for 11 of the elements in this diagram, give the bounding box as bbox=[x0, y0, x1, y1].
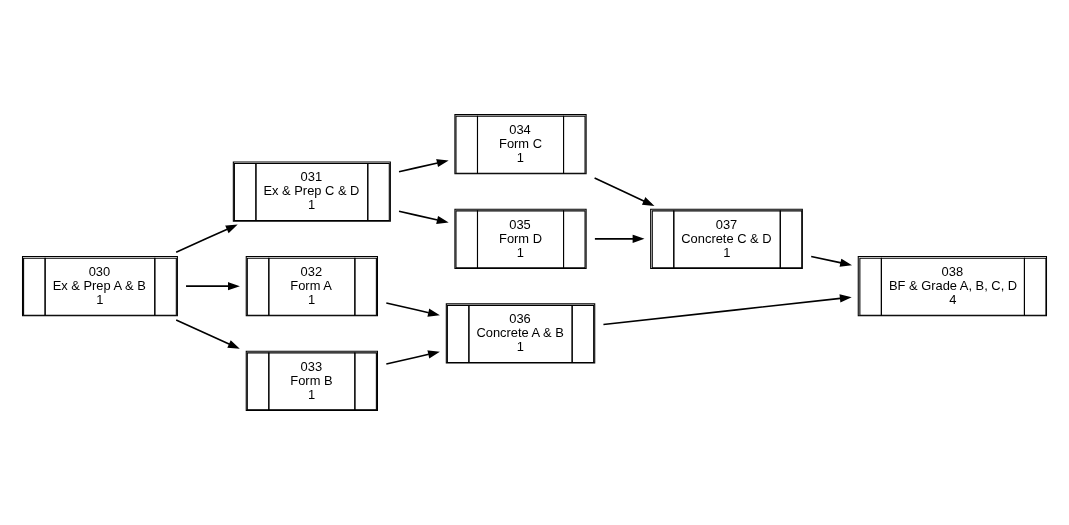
arrow bbox=[398, 210, 449, 224]
arrow bbox=[593, 177, 655, 206]
arrow bbox=[594, 234, 645, 243]
arrow bbox=[175, 319, 240, 349]
arrow bbox=[185, 282, 240, 291]
arrow bbox=[175, 224, 238, 254]
arrow bbox=[398, 159, 449, 173]
arrow bbox=[385, 302, 440, 317]
arrow bbox=[602, 294, 852, 326]
arrow bbox=[810, 255, 852, 267]
arrow bbox=[385, 350, 440, 365]
